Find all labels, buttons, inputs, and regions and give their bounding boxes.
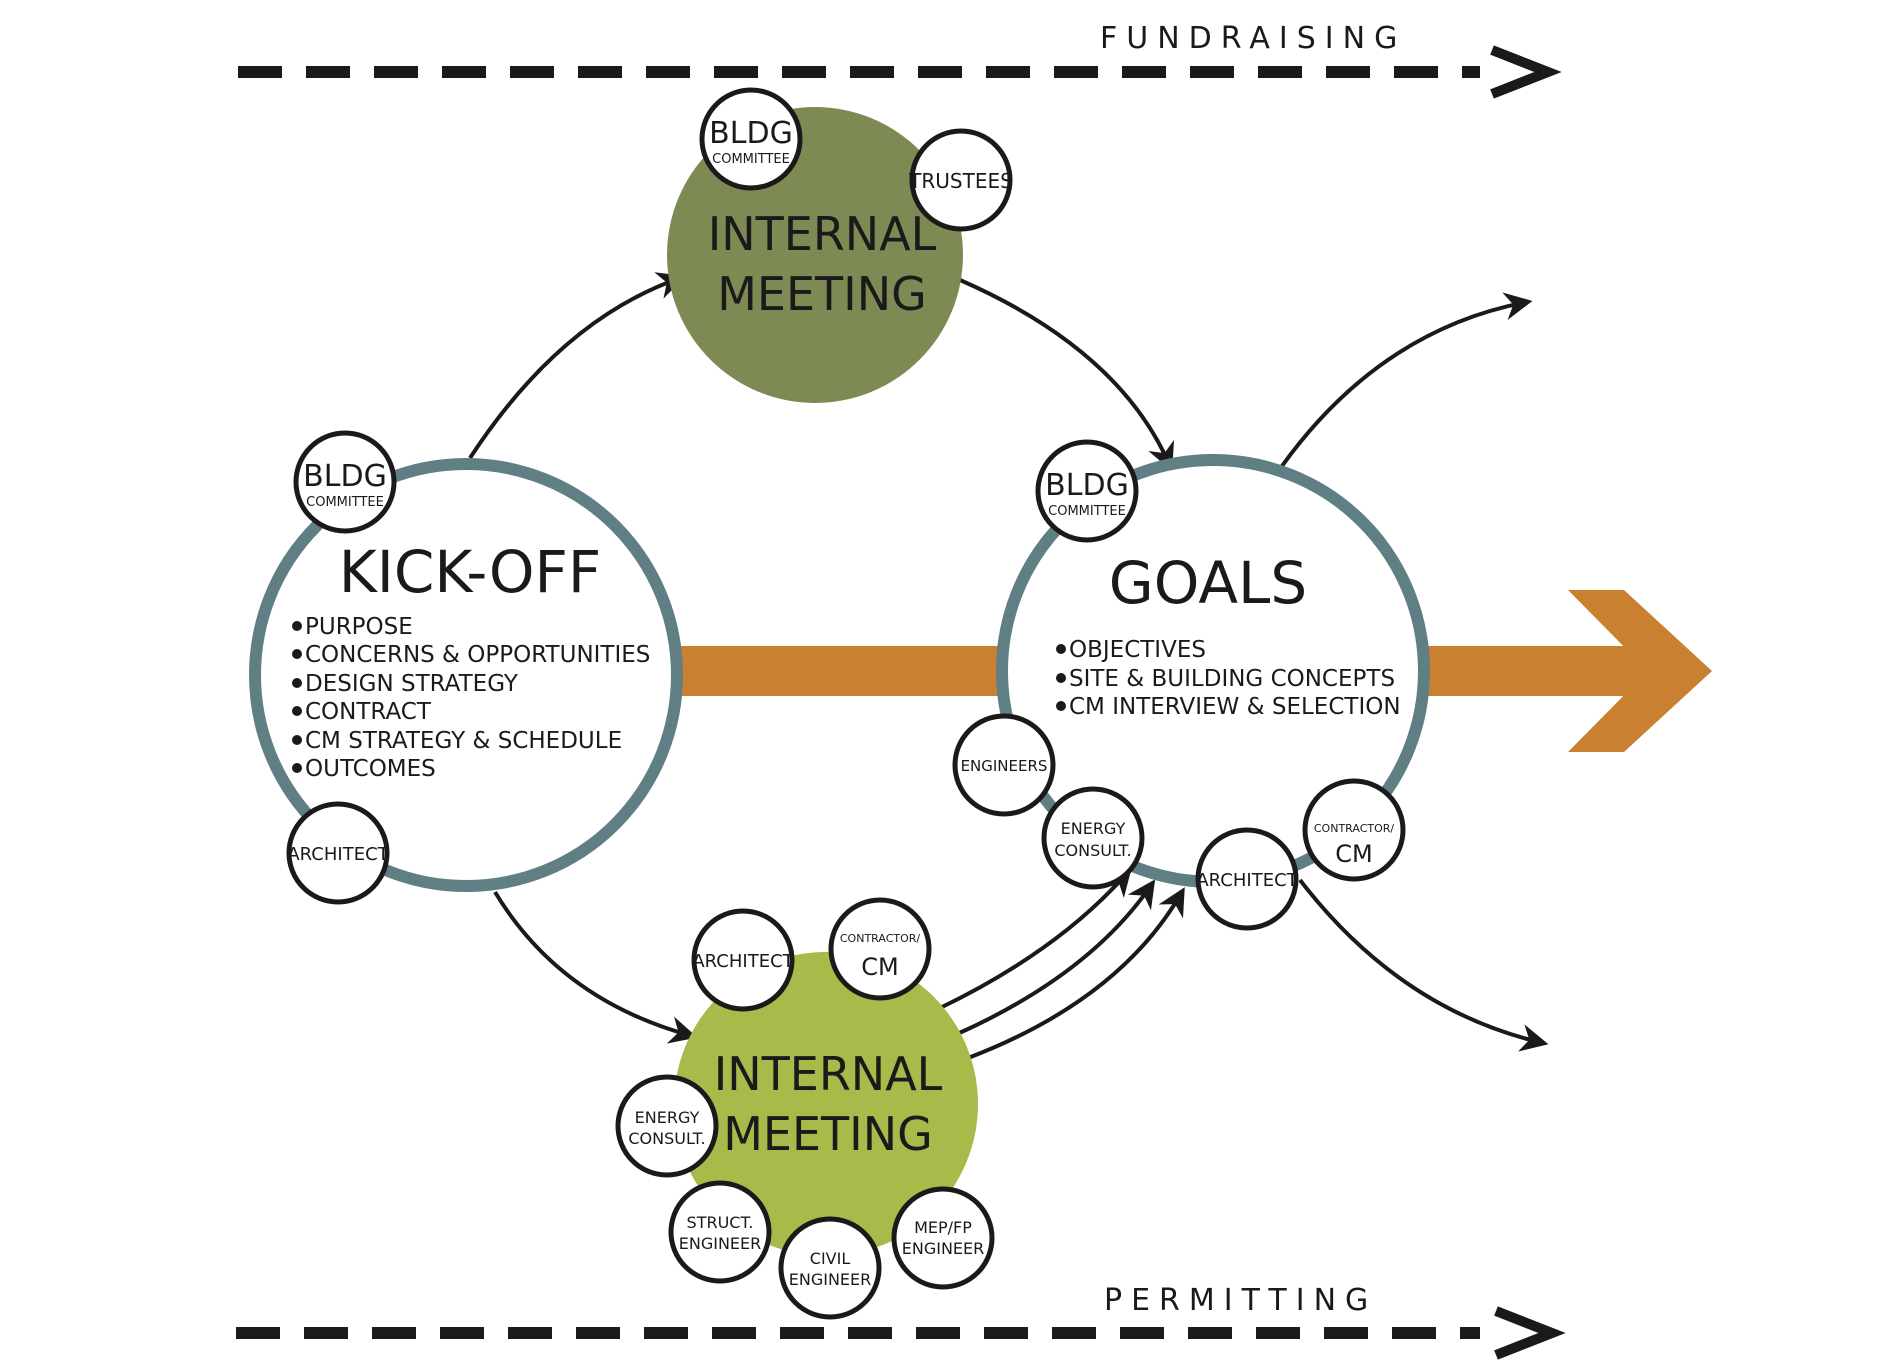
kickoff-item: DESIGN STRATEGY [305,671,519,697]
internal-top-to-goals-arrow [959,278,1174,472]
bubble-text: ARCHITECT [1196,870,1298,891]
kickoff-item: CM STRATEGY & SCHEDULE [305,728,622,754]
bubble-bldg-committee-top: BLDG COMMITTEE [699,87,803,191]
bubble-subtext: ENGINEER [902,1239,985,1258]
bullet-icon [292,763,302,773]
bullet-icon [292,735,302,745]
goals-item: SITE & BUILDING CONCEPTS [1069,666,1395,692]
bubble-text: TRUSTEES [908,169,1013,193]
bubble-architect-goals: ARCHITECT [1195,827,1299,931]
bubble-trustees-top: TRUSTEES [908,128,1013,232]
internal-meeting-bottom-disc [674,952,978,1256]
fundraising-band: FUNDRAISING [238,21,1562,99]
bullet-icon [292,621,302,631]
bubble-text: BLDG [1045,468,1129,503]
internal-meeting-top-line1: INTERNAL [708,207,937,261]
bubble-subtext: COMMITTEE [306,495,384,510]
bubble-bldg-committee-goals: BLDG COMMITTEE [1035,439,1139,543]
goals-down-branch-arrow [1298,878,1549,1052]
goals-list: OBJECTIVES SITE & BUILDING CONCEPTS CM I… [1056,637,1401,720]
bubble-text: BLDG [303,459,387,494]
bullet-icon [1056,701,1066,711]
bubble-energy-goals: ENERGY CONSULT. [1041,786,1145,890]
internal-meeting-bottom-line2: MEETING [723,1107,933,1161]
permitting-label: PERMITTING [1104,1283,1377,1318]
bubble-text: ARCHITECT [692,951,794,972]
bubble-subtext: ENGINEER [679,1234,762,1253]
bubble-mep-bottom: MEP/FP ENGINEER [891,1186,995,1290]
bubble-text: ENERGY [1061,819,1126,838]
internal-bottom-to-goals-arrow-1 [939,867,1132,1010]
bubble-subtext: CONSULT. [1054,841,1131,860]
bubble-text: CM [861,953,898,981]
bubble-subtext: COMMITTEE [1048,504,1126,519]
kickoff-item: OUTCOMES [305,756,436,782]
bubble-subtext: CONSULT. [628,1129,705,1148]
internal-meeting-bottom: INTERNAL MEETING [674,952,978,1256]
bubble-subtext: COMMITTEE [712,152,790,167]
goals-item: OBJECTIVES [1069,637,1206,663]
bubble-contractor-goals: CONTRACTOR/ CM [1302,778,1406,882]
bubble-text: ENGINEERS [961,757,1048,775]
kickoff-item: PURPOSE [305,614,413,640]
bubble-subtext: CONTRACTOR/ [1314,822,1395,835]
kickoff-to-internal-bottom-arrow [493,890,698,1044]
bullet-icon [1056,673,1066,683]
kickoff-to-internal-top-arrow [468,272,686,460]
goals-item: CM INTERVIEW & SELECTION [1069,694,1401,720]
main-flow-bar-left [680,646,1000,696]
bubble-contractor-bottom: CONTRACTOR/ CM [828,897,932,1001]
internal-bottom-to-goals-arrow-2 [954,879,1156,1037]
connector-arrows [468,272,1549,1060]
main-flow-bar-right [1425,646,1665,696]
bubble-text: STRUCT. [687,1213,754,1232]
kickoff-item: CONCERNS & OPPORTUNITIES [305,642,650,668]
kickoff-item: CONTRACT [305,699,432,725]
bullet-icon [292,649,302,659]
internal-meeting-bottom-line1: INTERNAL [714,1047,943,1101]
bubble-civil-bottom: CIVIL ENGINEER [778,1216,882,1320]
internal-bottom-to-goals-arrow-3 [967,887,1185,1060]
fundraising-arrow-icon [1490,45,1562,99]
bullet-icon [1056,644,1066,654]
bubble-text: CM [1335,840,1372,868]
bubble-subtext: CONTRACTOR/ [840,932,921,945]
bubble-text: ARCHITECT [287,844,389,865]
bubble-subtext: ENGINEER [789,1270,872,1289]
bubble-text: MEP/FP [914,1218,972,1237]
internal-meeting-top-line2: MEETING [717,267,927,321]
permitting-band: PERMITTING [236,1283,1566,1360]
goals-up-branch-arrow [1280,292,1533,468]
main-flow-arrow [680,590,1712,752]
main-flow-chevron-icon [1568,590,1712,752]
bubble-architect-bottom: ARCHITECT [691,908,795,1012]
fundraising-label: FUNDRAISING [1100,21,1406,56]
bubble-text: ENERGY [635,1108,700,1127]
goals-title: GOALS [1109,549,1307,617]
bullet-icon [292,706,302,716]
bubble-struct-bottom: STRUCT. ENGINEER [668,1180,772,1284]
kickoff-ring [249,458,683,892]
permitting-arrow-icon [1494,1306,1566,1360]
kickoff-title: KICK-OFF [339,538,602,606]
bubble-text: BLDG [709,116,793,151]
bullet-icon [292,678,302,688]
bubble-bldg-committee-kickoff: BLDG COMMITTEE [293,430,397,534]
bubble-architect-kickoff: ARCHITECT [286,801,390,905]
bubble-text: CIVIL [810,1249,851,1268]
bubble-energy-bottom: ENERGY CONSULT. [615,1074,719,1178]
goals-node: GOALS OBJECTIVES SITE & BUILDING CONCEPT… [996,454,1430,888]
kickoff-node: KICK-OFF PURPOSE CONCERNS & OPPORTUNITIE… [249,458,683,892]
kickoff-list: PURPOSE CONCERNS & OPPORTUNITIES DESIGN … [292,614,650,782]
participant-bubbles: BLDG COMMITTEE TRUSTEES BLDG COMMITTEE A… [286,87,1406,1320]
bubble-engineers-goals: ENGINEERS [952,713,1056,817]
